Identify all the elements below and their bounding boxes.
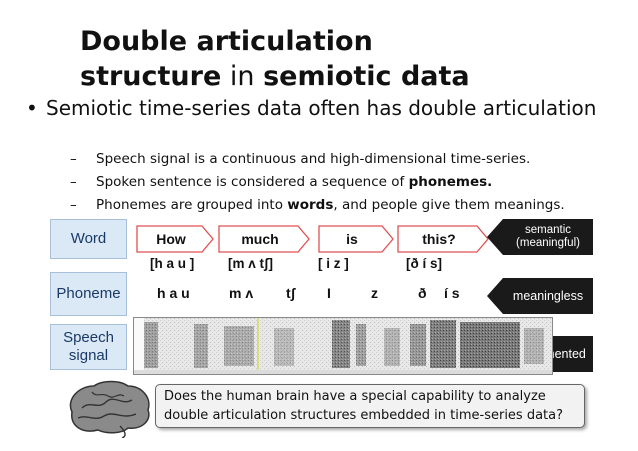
row-label-phoneme: Phoneme: [50, 272, 127, 316]
tag-semantic: semantic (meaningful): [487, 219, 593, 255]
spectrogram-graphic: [134, 318, 552, 374]
phoneme-hau: h a u: [157, 285, 190, 301]
sub-bullet-3-bold: words: [287, 197, 334, 213]
transcription-how: [h a u ]: [150, 256, 195, 271]
phoneme-tsh: tʃ: [286, 285, 296, 301]
slide-title: Double articulation structure in semioti…: [80, 24, 620, 94]
dash: –: [70, 174, 77, 190]
arrow-shape: [397, 225, 489, 253]
tag-arrow-shape: [487, 278, 593, 314]
row-label-word: Word: [50, 219, 127, 259]
word-how: How: [156, 231, 186, 247]
word-arrow-is: is: [318, 225, 394, 253]
arrow-shape: [318, 225, 394, 253]
arrow-shape: [218, 225, 310, 253]
spectrogram-image: [133, 317, 553, 375]
word-arrow-this: this?: [397, 225, 489, 253]
transcription-this: [ð í s]: [406, 256, 442, 271]
title-line1: Double articulation: [80, 26, 373, 57]
phoneme-eth: ð: [418, 285, 427, 301]
word-is: is: [346, 231, 358, 247]
sub-bullet-2-text: Spoken sentence is considered a sequence…: [96, 174, 409, 190]
word-this: this?: [422, 231, 456, 247]
title-line2-a: structure: [80, 61, 222, 92]
transcription-is: [ i z ]: [318, 256, 349, 271]
dash: –: [70, 197, 77, 213]
phoneme-m: m ʌ: [229, 285, 254, 301]
sub-bullet-2-bold: phonemes.: [408, 174, 493, 190]
tag-semantic-text: semantic (meaningful): [516, 224, 580, 249]
word-arrow-how: How: [136, 225, 214, 253]
bullet-dot: •: [26, 96, 38, 120]
question-box: Does the human brain have a special capa…: [155, 384, 585, 428]
row-label-speech: Speech signal: [50, 324, 127, 370]
transcription-much: [m ʌ tʃ]: [228, 256, 273, 271]
phoneme-z: z: [371, 285, 378, 301]
tag-arrow-shape: [487, 219, 593, 255]
brain-image: [62, 378, 154, 442]
phoneme-is: í s: [444, 285, 460, 301]
sub-bullet-3-text-a: Phonemes are grouped into: [96, 197, 288, 213]
dash: –: [70, 151, 77, 167]
brain-graphic: [69, 380, 150, 439]
word-much: much: [241, 231, 279, 247]
title-line2-b: semiotic data: [263, 61, 470, 92]
sub-bullet-3-text-b: , and people give them meanings.: [333, 197, 565, 213]
arrow-shape: [136, 225, 214, 253]
tag-meaningless-text: meaningless: [512, 288, 584, 303]
title-line2-mid: in: [221, 61, 264, 92]
word-arrow-much: much: [218, 225, 310, 253]
tag-meaningless: meaningless: [487, 278, 593, 314]
sub-bullet-1-text: Speech signal is a continuous and high-d…: [96, 151, 531, 167]
phoneme-i: I: [327, 285, 331, 301]
main-bullet-text: Semiotic time-series data often has doub…: [46, 96, 597, 120]
